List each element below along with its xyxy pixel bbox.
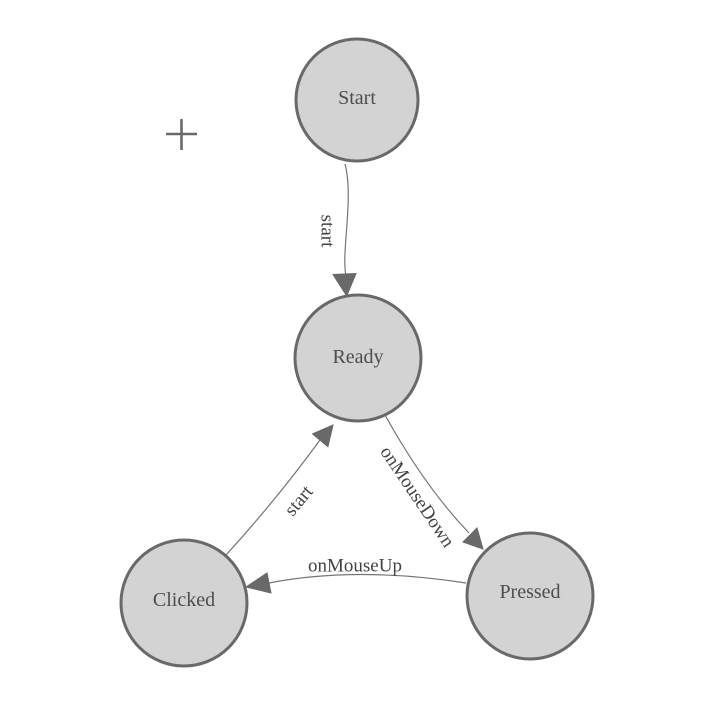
edge-pressed-to-clicked: onMouseUp [244,556,467,594]
node-start-circle[interactable] [294,37,420,163]
node-clicked-label: Clicked [153,589,215,611]
node-clicked[interactable]: Clicked [119,538,249,668]
node-start-label: Start [338,87,376,109]
node-ready-label: Ready [332,346,383,368]
edge-ready-to-pressed: onMouseDown [376,414,484,552]
edge-label-clicked-start: start [280,481,318,520]
arrowhead-into-clicked-right [244,572,272,594]
node-ready[interactable]: Ready [293,293,423,423]
node-pressed-label: Pressed [499,581,560,603]
edge-label-onmousedown: onMouseDown [376,443,459,552]
edge-label-onmouseup: onMouseUp [308,556,402,577]
edge-clicked-to-ready-line[interactable] [225,439,321,556]
node-clicked-circle[interactable] [119,538,249,668]
crosshair-icon [166,119,197,150]
arrowhead-into-pressed-top-left [462,527,484,550]
node-ready-circle[interactable] [293,293,423,423]
edge-pressed-to-clicked-line[interactable] [268,573,467,584]
arrowhead-into-ready-bottom-left [311,424,334,448]
edge-label-start-to-ready: start [317,215,338,248]
edge-start-to-ready-line[interactable] [344,163,349,277]
node-start[interactable]: Start [294,37,420,163]
edge-start-to-ready: start [317,163,357,298]
node-pressed[interactable]: Pressed [465,531,595,661]
arrowhead-into-ready-top [332,272,357,298]
edge-ready-to-pressed-line[interactable] [384,414,470,534]
edge-clicked-to-ready: start [225,424,334,556]
node-pressed-circle[interactable] [465,531,595,661]
